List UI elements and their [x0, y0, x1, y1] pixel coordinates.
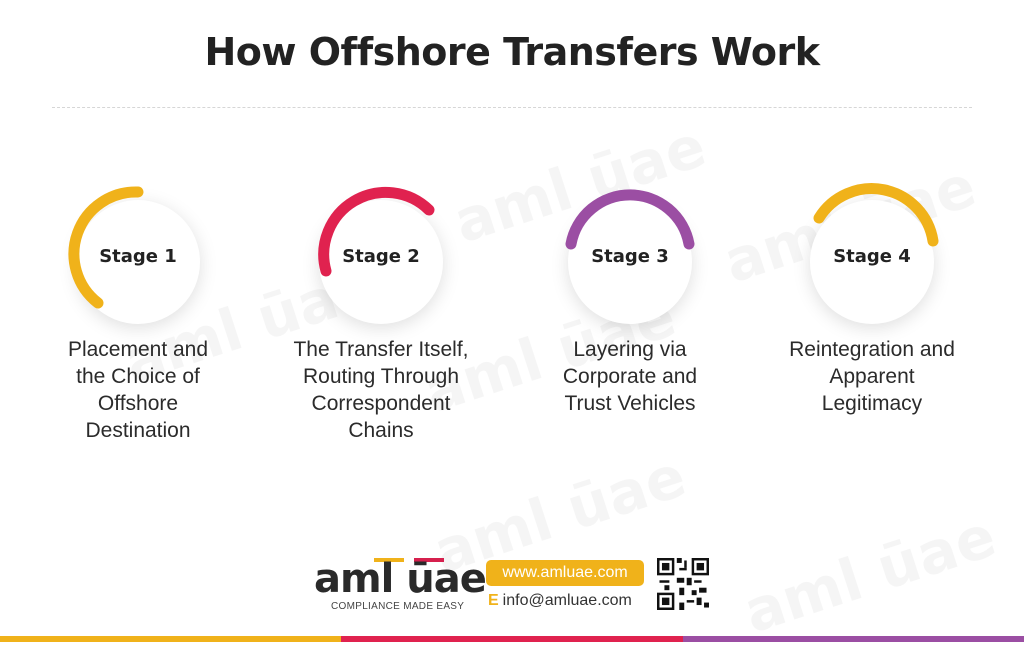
stage-label: Stage 2 [342, 246, 420, 267]
stage-description: The Transfer Itself, Routing Through Cor… [293, 338, 469, 442]
stage-circle [568, 200, 692, 324]
stage-4: Stage 4 Reintegration and Apparent Legit… [752, 170, 992, 470]
stage-description: Placement and the Choice of Offshore Des… [67, 338, 209, 442]
stage-label: Stage 4 [833, 246, 911, 267]
stage-description: Reintegration and Apparent Legitimacy [789, 338, 955, 415]
stage-circle [810, 200, 934, 324]
brand-tagline: COMPLIANCE MADE EASY [331, 601, 465, 612]
logo-accent-red [414, 558, 444, 562]
stage-arc [813, 183, 939, 247]
website-link[interactable]: www.amluae.com [486, 560, 644, 586]
stage-arc [318, 186, 435, 277]
bottom-color-bar [0, 636, 1024, 642]
bar-segment [682, 636, 1024, 642]
email-address: info@amluae.com [502, 592, 632, 609]
stage-label: Stage 1 [99, 246, 177, 267]
stage-3: Stage 3 Layering via Corporate and Trust… [510, 170, 750, 470]
bar-segment [341, 636, 683, 642]
stage-description: Layering via Corporate and Trust Vehicle… [562, 338, 698, 415]
arc-path [565, 189, 695, 250]
brand-logo: aml ūae [314, 556, 487, 602]
stage-label: Stage 3 [591, 246, 669, 267]
page-title: How Offshore Transfers Work [204, 30, 820, 74]
arc-path [318, 186, 435, 277]
footer: aml ūae COMPLIANCE MADE EASY www.amluae.… [0, 556, 1024, 616]
title-divider [52, 107, 972, 108]
stage-1: Stage 1 Placement and the Choice of Offs… [18, 170, 258, 470]
stage-arc [68, 186, 144, 309]
email-prefix: E [488, 592, 499, 609]
arc-path [68, 186, 144, 309]
bar-segment [0, 636, 342, 642]
qr-code-icon [657, 558, 709, 610]
stage-arc [565, 189, 695, 250]
stage-2: Stage 2 The Transfer Itself, Routing Thr… [261, 170, 501, 470]
logo-accent-yellow [374, 558, 404, 562]
arc-path [813, 183, 939, 247]
